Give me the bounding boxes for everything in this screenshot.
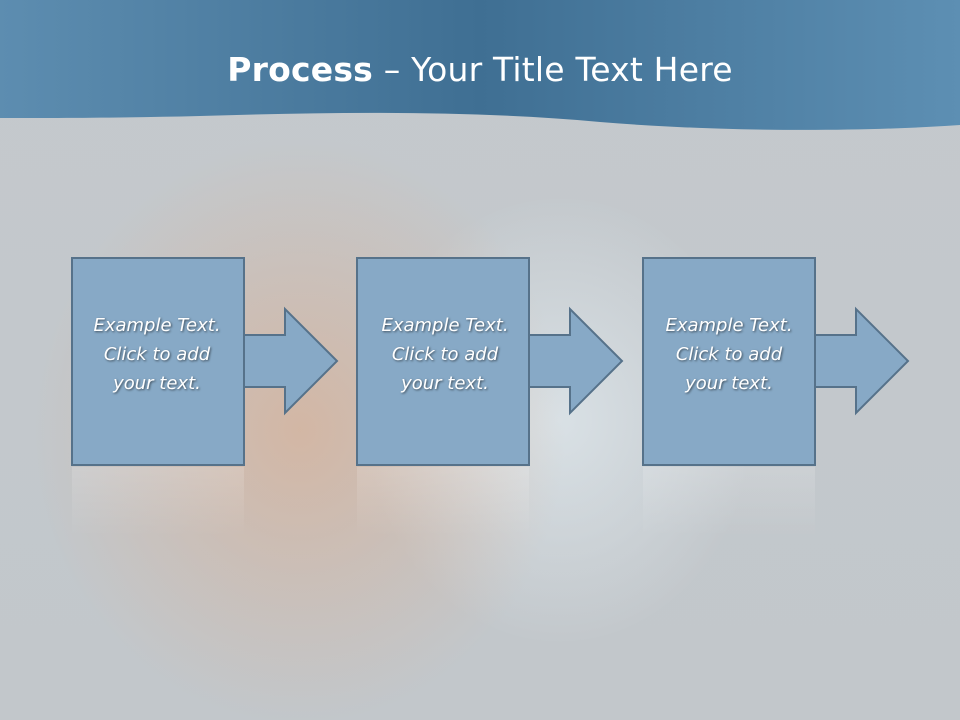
step-1-box <box>71 257 245 466</box>
step-3-box <box>642 257 816 466</box>
step-3-text[interactable]: Example Text. Click to add your text. <box>639 311 819 398</box>
step-1-line-1: Example Text. <box>93 315 221 336</box>
step-1-text[interactable]: Example Text. Click to add your text. <box>67 311 247 398</box>
step-1-line-3: your text. <box>113 373 201 394</box>
step-3-arrow <box>813 306 910 416</box>
title-rest: – Your Title Text Here <box>373 50 733 89</box>
page-title[interactable]: Process – Your Title Text Here <box>0 50 960 89</box>
step-3-line-1: Example Text. <box>665 315 793 336</box>
step-2-line-2: Click to add <box>391 344 499 365</box>
process-step-1[interactable] <box>71 257 339 466</box>
step-2-text[interactable]: Example Text. Click to add your text. <box>355 311 535 398</box>
step-2-line-1: Example Text. <box>381 315 509 336</box>
process-step-2[interactable] <box>356 257 624 466</box>
step-3-line-2: Click to add <box>675 344 783 365</box>
step-2-line-3: your text. <box>401 373 489 394</box>
step-1-line-2: Click to add <box>103 344 211 365</box>
step-1-arrow <box>242 306 339 416</box>
step-2-arrow <box>527 306 624 416</box>
step-3-line-3: your text. <box>685 373 773 394</box>
reflection-group <box>72 467 815 537</box>
header-band <box>0 0 960 130</box>
step-2-box <box>356 257 530 466</box>
process-step-3[interactable] <box>642 257 910 466</box>
title-strong: Process <box>227 50 374 89</box>
